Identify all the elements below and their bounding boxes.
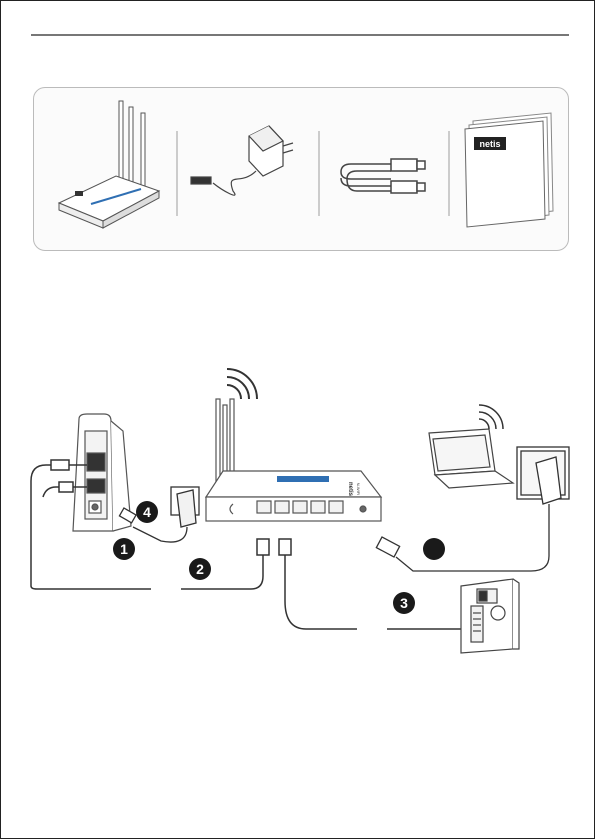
- led-strip: [277, 476, 329, 482]
- wifi-signal-icon: [227, 369, 257, 399]
- step-number-3: 3: [400, 595, 408, 611]
- desktop-computer-icon: [461, 579, 519, 653]
- router-icon: [59, 101, 159, 228]
- router-model-label: netis: [347, 482, 353, 497]
- router-model-sublabel: N-WIFI: [356, 483, 361, 496]
- ethernet-cable-icon: [341, 159, 425, 193]
- step-number-2: 2: [196, 561, 204, 577]
- laptop-wifi-signal-icon: [479, 405, 503, 429]
- laptop-icon: [429, 429, 513, 488]
- router-power-adapter: [119, 487, 199, 542]
- guide-brand-label: netis: [479, 139, 500, 149]
- wireless-router-icon: [206, 399, 381, 521]
- power-adapter-icon: [191, 126, 293, 195]
- quick-installation-guide-icon: [465, 113, 553, 227]
- step-badge-5: [423, 538, 445, 560]
- step-number-1: 1: [120, 541, 128, 557]
- step-number-4: 4: [143, 504, 151, 520]
